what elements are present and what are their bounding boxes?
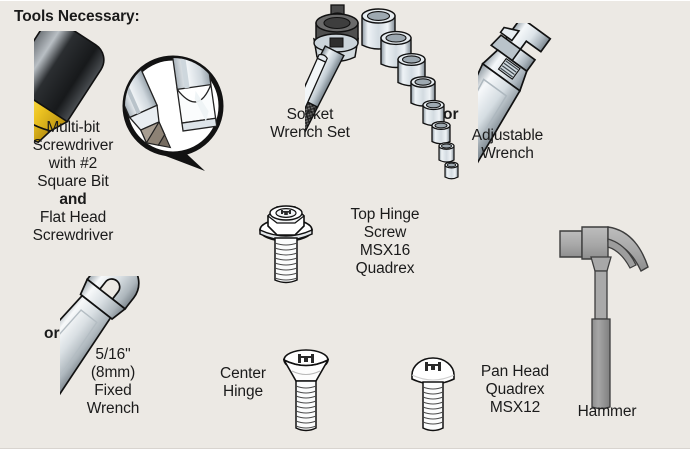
flat-head-screwdriver-label: Flat Head Screwdriver [32,209,114,244]
or-fixed-label: or [44,325,60,342]
center-hinge-label: Center Hinge [220,365,266,400]
magnifier-circle-icon [122,55,224,171]
socket-wrench-set-label: Socket Wrench Set [270,106,350,141]
screwdriver-icon [34,31,105,144]
fixed-wrench-label: 5/16" (8mm) Fixed Wrench [86,346,140,417]
socket-wrench-set-icon [305,4,459,185]
or-adjustable-label: or [443,106,459,123]
pan-head-screw-icon [411,357,455,432]
adjustable-wrench-label: Adjustable Wrench [471,127,544,162]
top-hinge-screw-label: Top Hinge Screw MSX16 Quadrex [350,206,420,277]
screwdriver-label: Multi-bit Screwdriver with #2 Square Bit [32,119,114,190]
pan-head-label: Pan Head Quadrex MSX12 [480,363,550,416]
combination-wrench-icon [60,276,140,396]
flat-head-screw-icon [283,349,329,432]
page-title: Tools Necessary: [14,8,140,25]
claw-hammer-icon [559,226,649,410]
screwdriver-and-label: and [59,191,87,208]
hex-flange-bolt-icon [259,205,313,284]
adjustable-wrench-icon [478,23,552,174]
hammer-label: Hammer [577,403,637,420]
